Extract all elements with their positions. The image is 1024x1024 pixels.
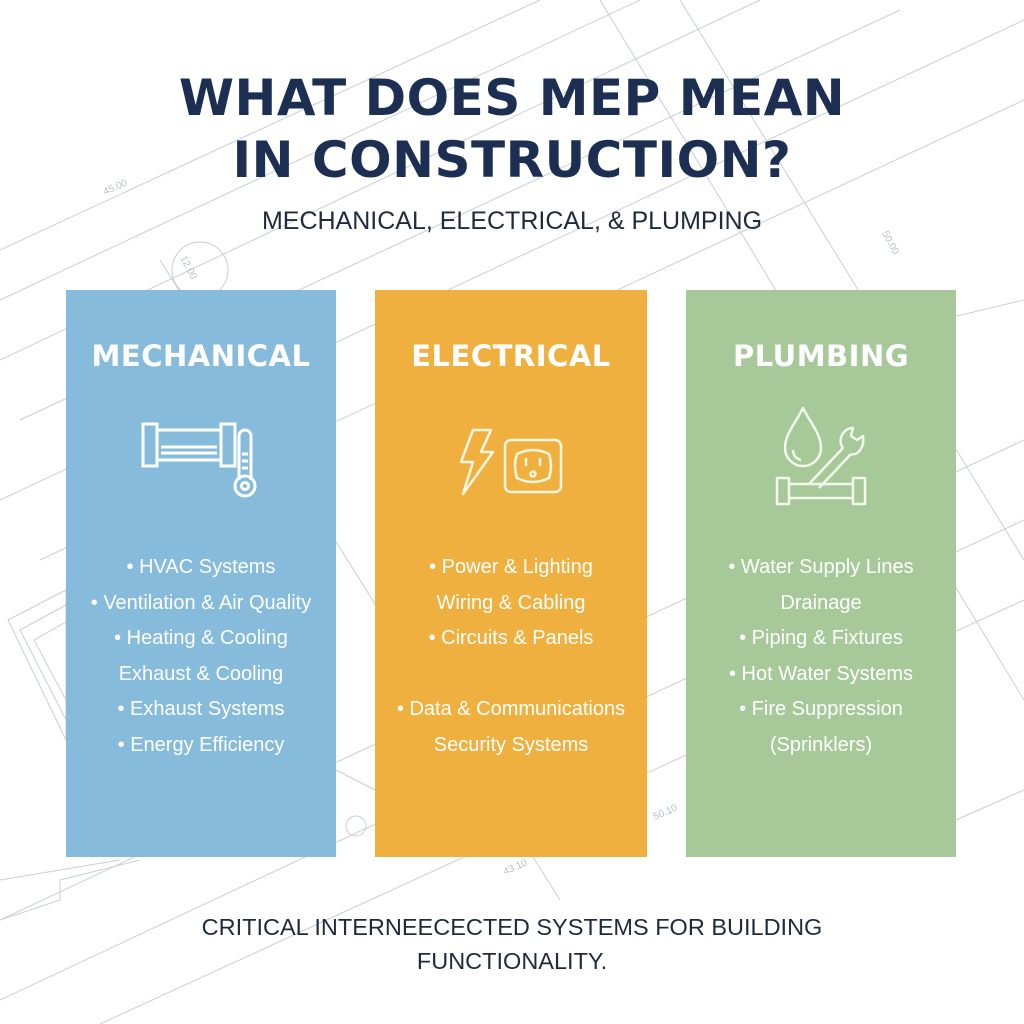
wrench-icon	[808, 426, 865, 489]
lightning-bolt-icon	[459, 428, 495, 496]
list-item: • Circuits & Panels	[428, 627, 594, 649]
footer-caption: CRITICAL INTERNEECECTED SYSTEMS FOR BUIL…	[0, 910, 1024, 978]
page-title-line-2: IN CONSTRUCTION?	[232, 131, 792, 189]
mechanical-icon-group	[139, 420, 263, 505]
card-title: ELECTRICAL	[411, 339, 611, 373]
page-subtitle: MECHANICAL, ELECTRICAL, & PLUMPING	[261, 207, 763, 235]
list-item: • Energy Efficiency	[117, 733, 285, 756]
svg-text:50.10: 50.10	[652, 802, 680, 822]
footer-line-2: FUNCTIONALITY.	[416, 948, 608, 974]
electrical-card: ELECTRICAL • Power & Lighting Wiring & C…	[375, 290, 647, 857]
water-drop-icon	[783, 406, 823, 468]
list-item: Wiring & Cabling	[436, 591, 586, 614]
plumbing-icon-group	[773, 406, 869, 511]
list-item: • Hot Water Systems	[728, 662, 914, 685]
list-spacer	[375, 657, 647, 693]
pipe-icon	[775, 476, 867, 506]
footer-line-1: CRITICAL INTERNEECECTED SYSTEMS FOR BUIL…	[201, 914, 823, 940]
list-item: • HVAC Systems	[126, 556, 276, 578]
plumbing-list: • Water Supply Lines Drainage • Piping &…	[686, 550, 956, 763]
list-item: Exhaust & Cooling	[118, 662, 284, 685]
thermometer-icon	[233, 428, 257, 498]
mechanical-card: MECHANICAL • HVAC Systems • Ventilati	[66, 290, 336, 857]
page-title-line-1: WHAT DOES MEP MEAN	[178, 69, 846, 127]
radiator-icon	[141, 422, 237, 468]
svg-text:43.10: 43.10	[502, 857, 530, 877]
plumbing-card: PLUMBING • Water Supply Lines Drainage •…	[686, 290, 956, 857]
electrical-icon-group	[455, 428, 567, 505]
electrical-list: • Power & Lighting Wiring & Cabling • Ci…	[375, 550, 647, 763]
card-title: PLUMBING	[732, 339, 910, 373]
list-item: • Water Supply Lines	[728, 556, 914, 578]
list-item: • Piping & Fixtures	[739, 627, 903, 649]
list-item: • Exhaust Systems	[117, 698, 285, 720]
list-item: • Ventilation & Air Quality	[90, 591, 312, 614]
list-item: Security Systems	[433, 733, 589, 756]
list-item: • Fire Suppression	[739, 698, 903, 720]
power-outlet-icon	[503, 438, 563, 494]
svg-text:12.00: 12.00	[177, 254, 199, 282]
list-item: • Power & Lighting	[429, 556, 593, 578]
list-item: • Data & Communications	[396, 698, 626, 720]
list-item: • Heating & Cooling	[114, 627, 288, 649]
list-item: (Sprinklers)	[769, 733, 873, 756]
list-item: Drainage	[780, 591, 862, 614]
mechanical-list: • HVAC Systems • Ventilation & Air Quali…	[66, 550, 336, 763]
card-title: MECHANICAL	[91, 339, 311, 373]
